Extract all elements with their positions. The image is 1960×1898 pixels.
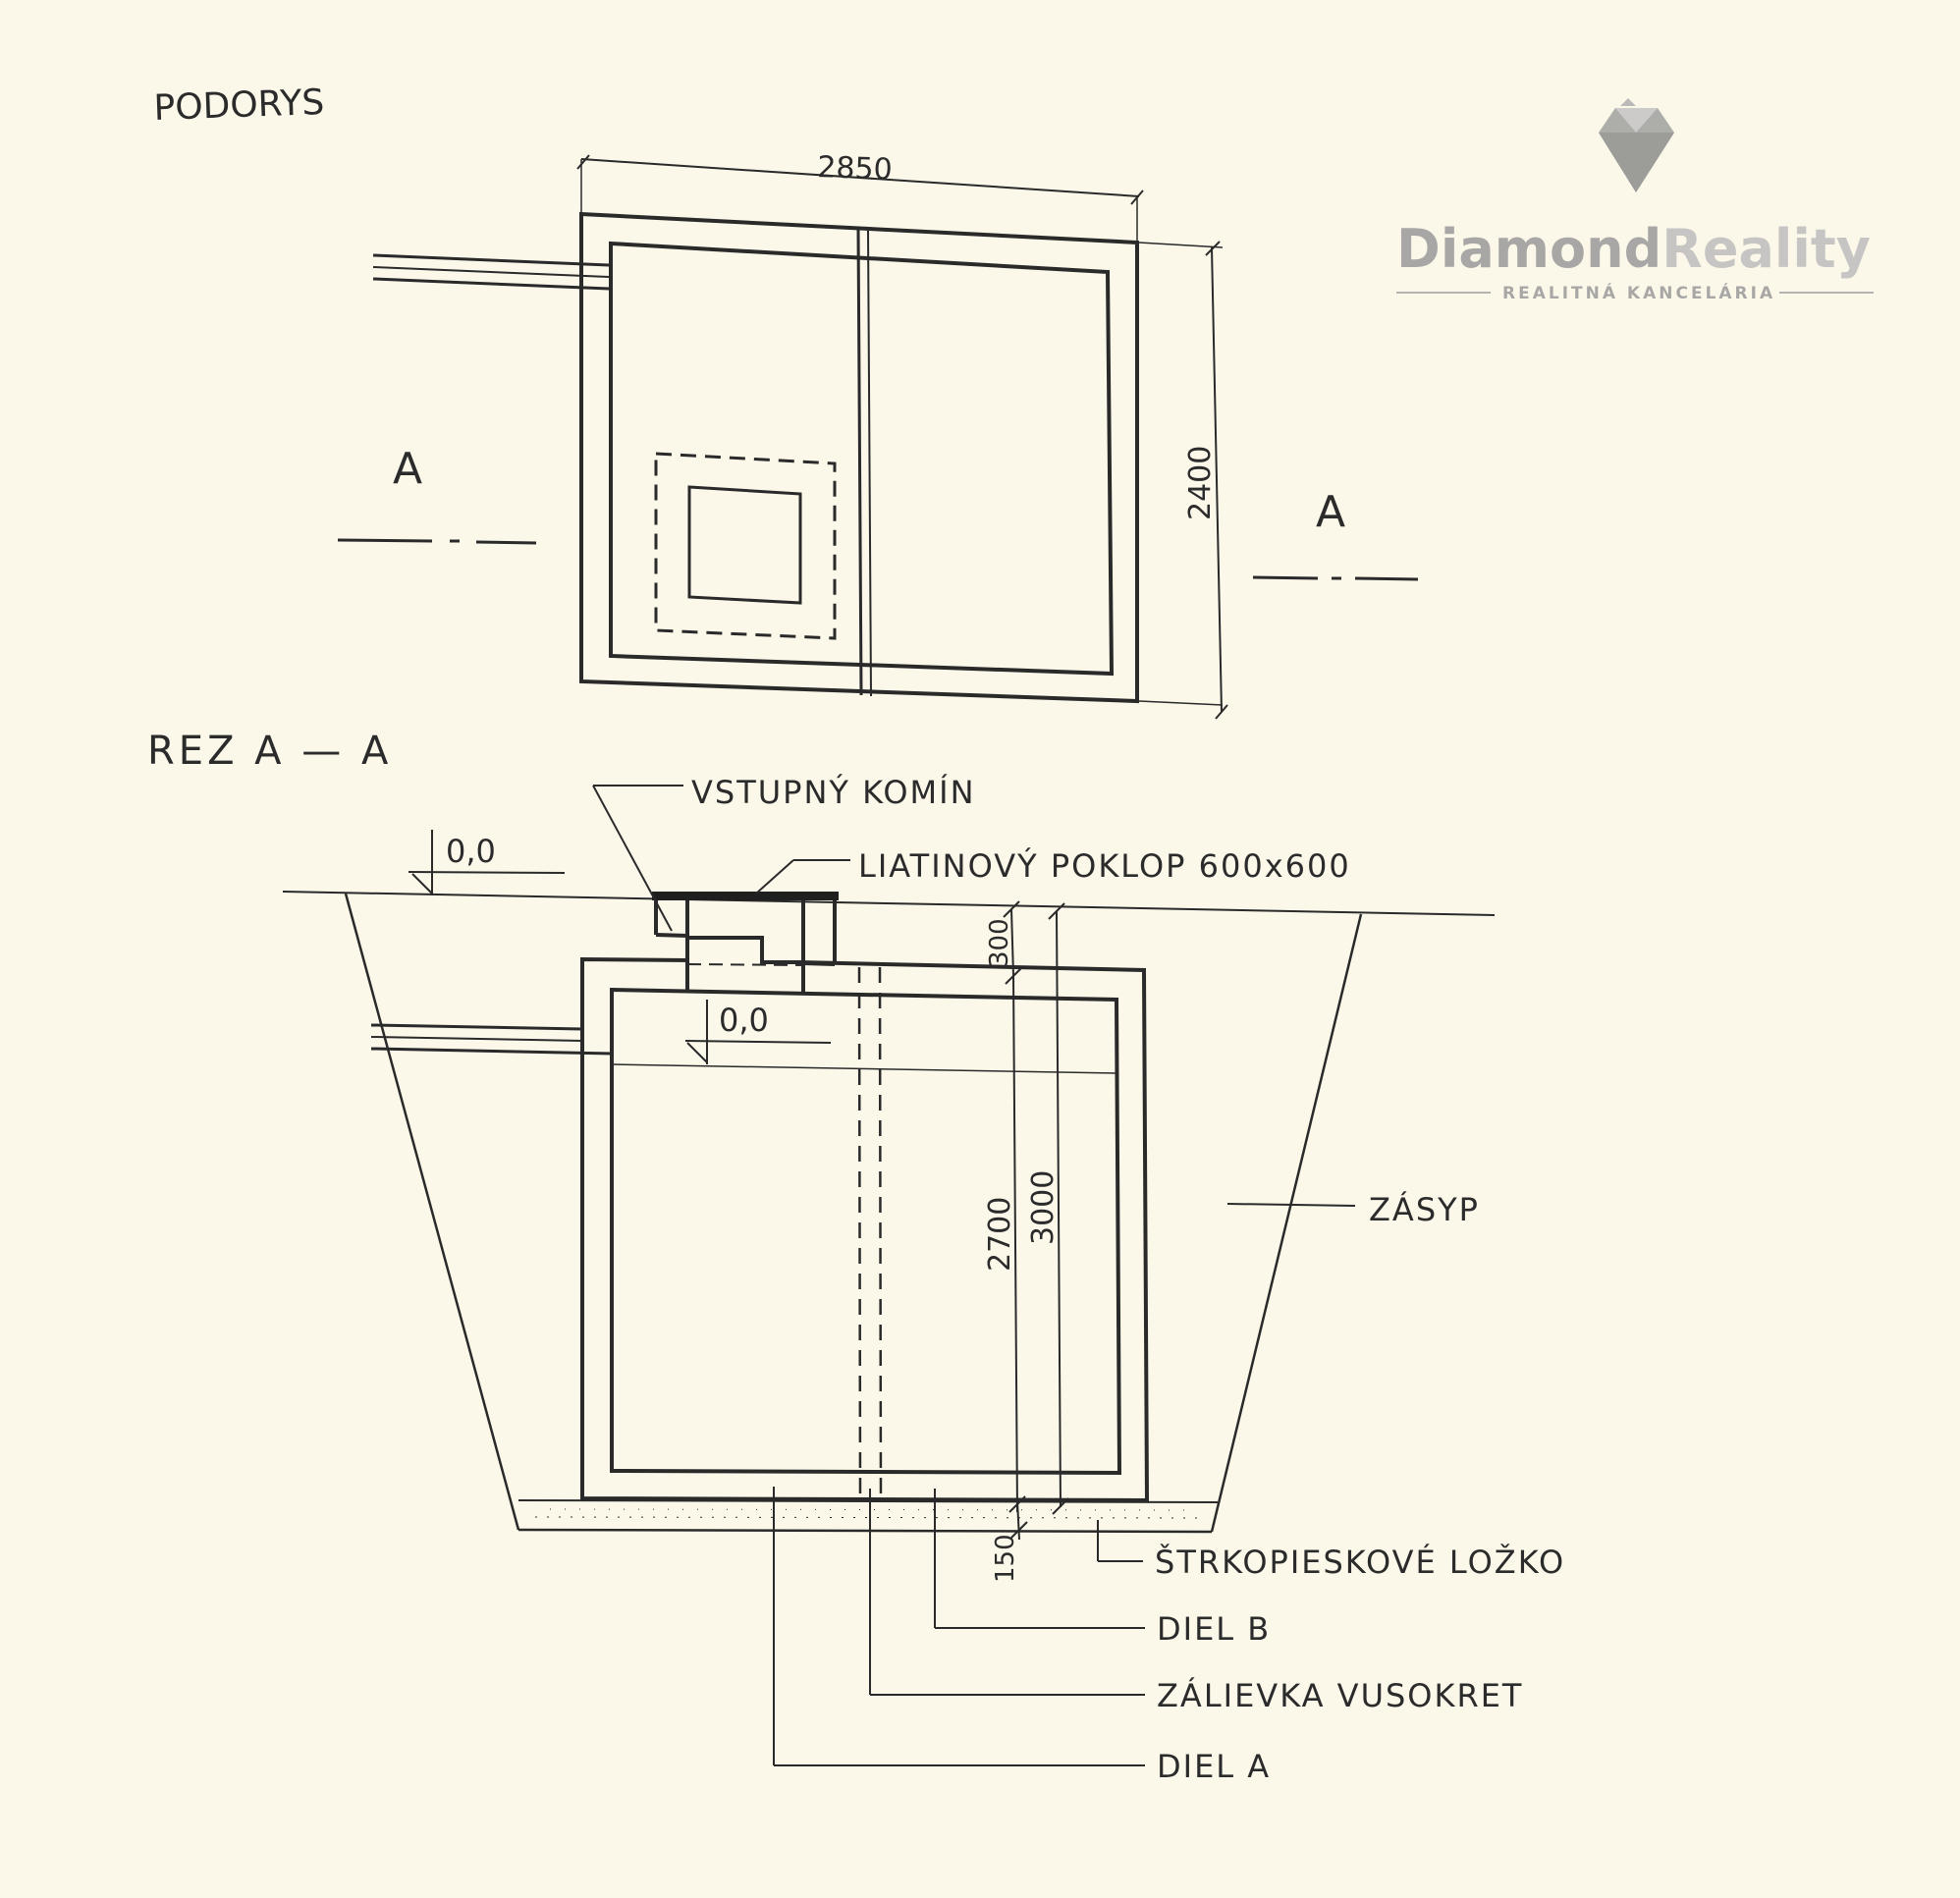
level-marker-inner <box>684 1000 832 1064</box>
ground-line <box>282 891 1496 916</box>
tank-outer-wall <box>580 936 1150 1503</box>
brand-tagline: REALITNÁ KANCELÁRIA <box>1502 282 1775 303</box>
level-top-label: 0,0 <box>446 833 496 870</box>
dim-bed-label: 150 <box>991 1534 1020 1583</box>
brand-name-second: Reality <box>1661 218 1871 280</box>
excavation-outline <box>344 893 1363 1534</box>
tank-inner-wall <box>610 987 1122 1476</box>
plan-height-dimension <box>1138 241 1228 720</box>
svg-text:DiamondReality: DiamondReality <box>1396 218 1871 280</box>
leader-part-b <box>934 1489 1145 1629</box>
dimension-bed <box>1010 1499 1028 1541</box>
label-part-b: DIEL B <box>1157 1610 1271 1648</box>
grout-joint <box>857 966 883 1499</box>
label-backfill: ZÁSYP <box>1369 1191 1480 1228</box>
dimension-total-height <box>1048 902 1069 1515</box>
leader-gravel-bed <box>1097 1520 1143 1562</box>
dim-chimney-label: 300 <box>985 918 1014 967</box>
label-part-a: DIEL A <box>1157 1748 1271 1785</box>
leader-cover <box>755 859 850 895</box>
section-inlet-pipe <box>370 1023 613 1056</box>
plan-width-dimension <box>576 154 1144 243</box>
watermark: DiamondReality REALITNÁ KANCELÁRIA <box>1396 98 1874 303</box>
section-mark-right: A <box>1252 487 1419 581</box>
section-mark-right-letter: A <box>1316 487 1345 537</box>
label-chimney: VSTUPNÝ KOMÍN <box>691 774 976 811</box>
plan-outer-wall <box>579 211 1139 704</box>
entry-chimney <box>654 895 837 992</box>
leader-backfill <box>1226 1203 1356 1207</box>
plan-inner-wall <box>609 241 1115 677</box>
inner-level-line <box>611 1063 1117 1074</box>
leader-grout <box>869 1489 1145 1696</box>
level-marker-top <box>408 830 566 895</box>
label-gravel-bed: ŠTRKOPIESKOVÉ LOŽKO <box>1155 1543 1565 1581</box>
plan-joint <box>856 229 872 697</box>
plan-view: PODORYS 2850 <box>153 82 1419 720</box>
plan-width-label: 2850 <box>817 150 894 188</box>
section-title: REZ A — A <box>147 729 392 774</box>
gravel-bed <box>517 1499 1219 1519</box>
brand-name-first: Diamond <box>1396 218 1661 280</box>
plan-height-label: 2400 <box>1183 446 1218 520</box>
dim-total-height-label: 3000 <box>1026 1170 1061 1245</box>
plan-inlet-pipe <box>372 253 610 291</box>
level-inner-label: 0,0 <box>719 1002 769 1039</box>
diamond-logo-icon <box>1599 98 1674 192</box>
label-cover: LIATINOVÝ POKLOP 600x600 <box>858 847 1351 885</box>
label-grout: ZÁLIEVKA VUSOKRET <box>1157 1677 1523 1714</box>
section-mark-left: A <box>337 444 537 545</box>
section-view: REZ A — A <box>147 729 1565 1785</box>
plan-cover-outline <box>687 485 802 605</box>
plan-chimney-outline <box>654 452 837 640</box>
section-mark-left-letter: A <box>393 444 422 494</box>
plan-title: PODORYS <box>153 82 325 129</box>
leader-part-a <box>773 1487 1145 1766</box>
dim-inner-height-label: 2700 <box>983 1197 1017 1272</box>
leader-chimney <box>592 785 683 932</box>
cast-iron-cover <box>652 892 839 900</box>
